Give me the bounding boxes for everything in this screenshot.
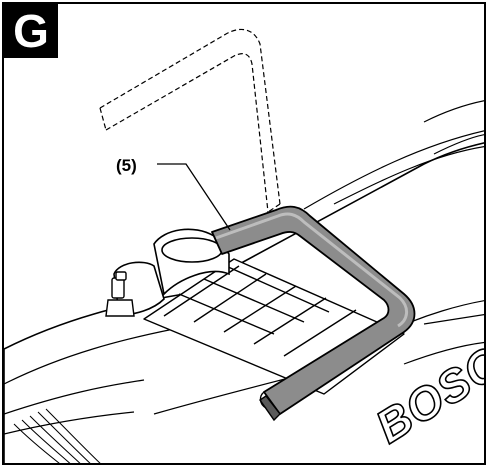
figure-letter-badge: G	[4, 4, 58, 58]
handle-bracket	[211, 205, 416, 422]
callout-leader	[157, 163, 231, 231]
ventilation-ribs	[13, 408, 101, 463]
callout-label-5: (5)	[116, 156, 137, 175]
figure-frame: G (5) BOSCH	[2, 2, 486, 465]
latch-knob	[105, 271, 135, 317]
illustration	[4, 28, 484, 463]
handle-raised-ghost	[99, 28, 281, 213]
